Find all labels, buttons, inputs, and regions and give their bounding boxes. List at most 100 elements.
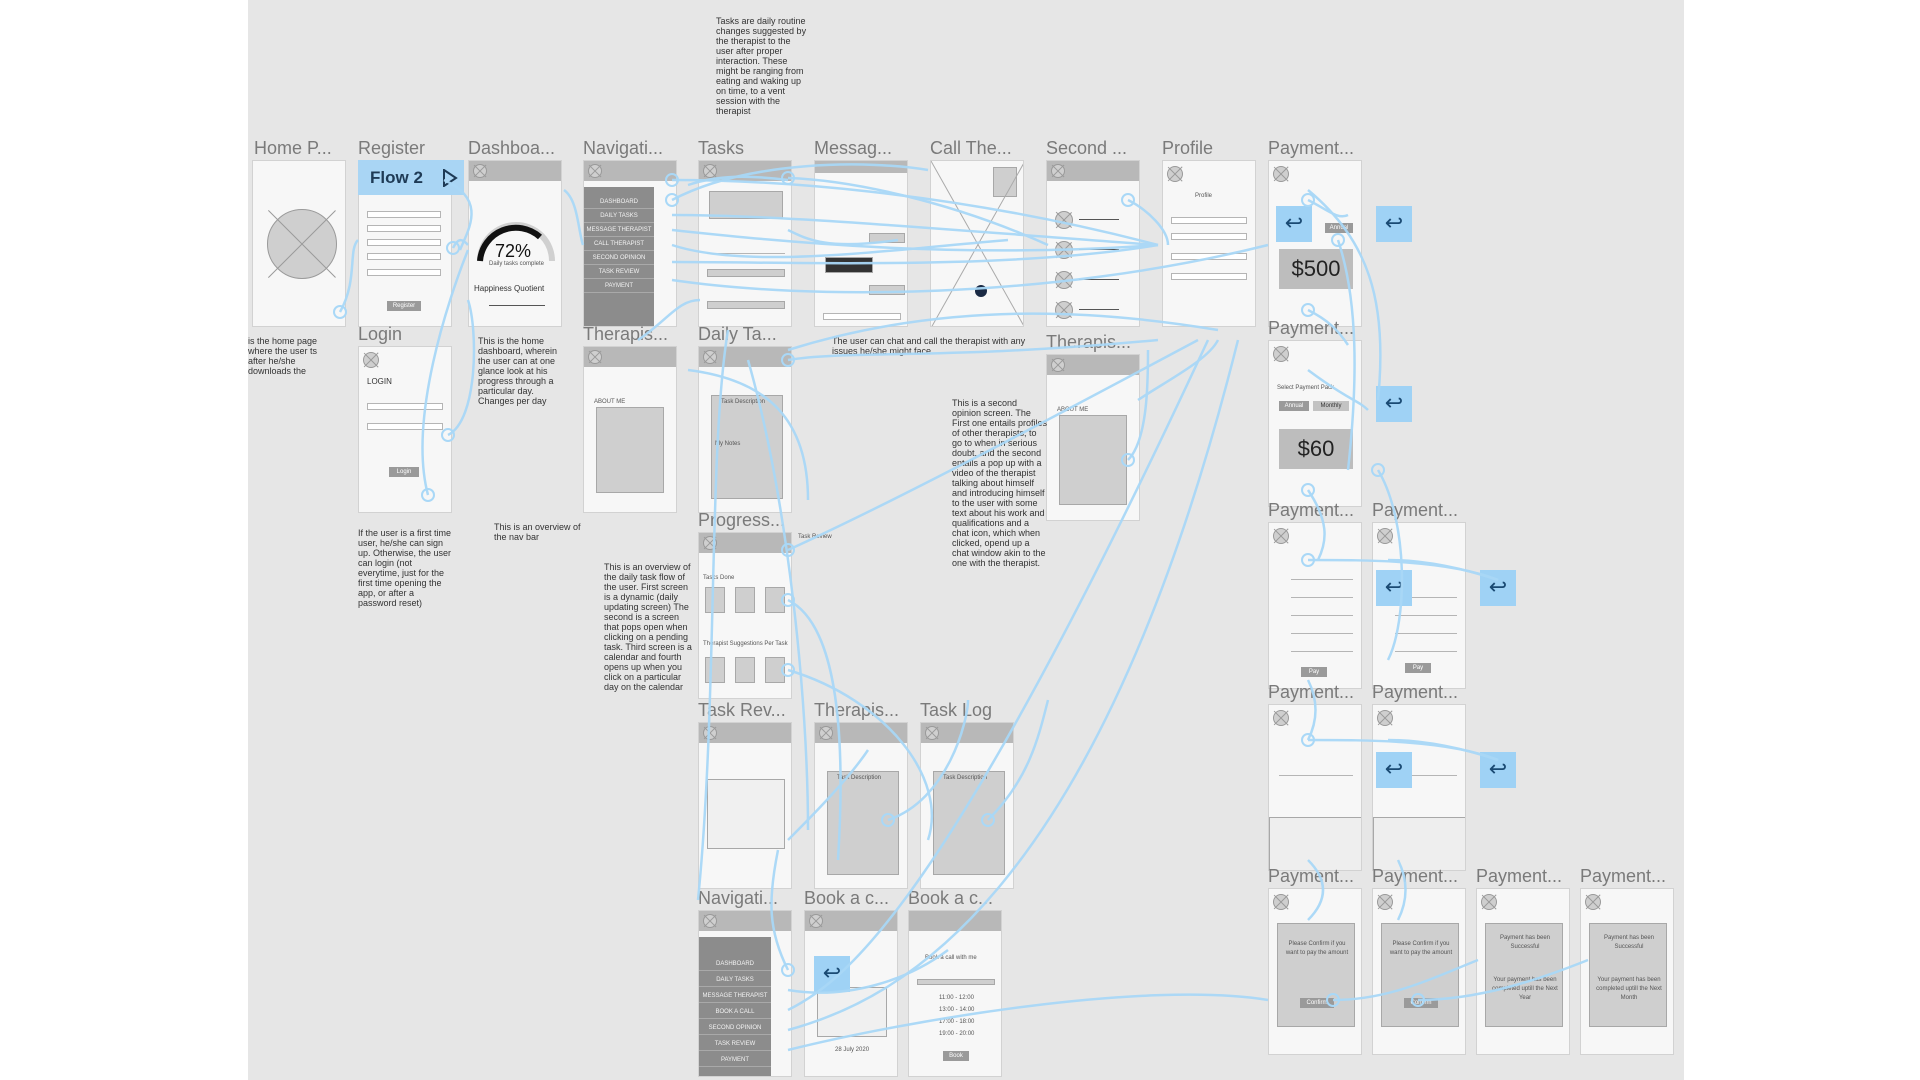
close-icon[interactable]: [363, 352, 379, 368]
back-arrow-icon[interactable]: ↩: [814, 956, 850, 992]
payment-success-year-screen[interactable]: Payment has been Successful Your payment…: [1476, 888, 1570, 1055]
confirm-button-2[interactable]: Confirm: [1404, 998, 1438, 1008]
task-row-2[interactable]: [707, 301, 785, 309]
therapist-video-screen[interactable]: ABOUT ME: [1046, 354, 1140, 521]
nav-item-message-therapist[interactable]: MESSAGE THERAPIST: [584, 225, 654, 237]
payment-pack-annual-screen[interactable]: $500 Annual: [1268, 160, 1362, 327]
slot-2[interactable]: 13:00 - 14:00: [939, 1007, 975, 1013]
calendar-grid[interactable]: [707, 779, 785, 849]
back-arrow-icon[interactable]: ↩: [1376, 570, 1412, 606]
register-button[interactable]: Register: [387, 301, 421, 311]
nav-item-second-opinion[interactable]: SECOND OPINION: [584, 253, 654, 265]
login-button[interactable]: Login: [389, 467, 419, 477]
book-call-calendar-screen[interactable]: 28 July 2020: [804, 910, 898, 1077]
book-button[interactable]: Book: [943, 1051, 969, 1061]
back-arrow-icon[interactable]: ↩: [1376, 206, 1412, 242]
close-icon[interactable]: [1273, 894, 1289, 910]
back-arrow-icon[interactable]: ↩: [1480, 752, 1516, 788]
therapist-avatar-2[interactable]: [1055, 241, 1073, 259]
confirm-button[interactable]: Confirm: [1300, 998, 1334, 1008]
calendar-screen[interactable]: [698, 722, 792, 889]
therapist-profile-screen[interactable]: ABOUT ME: [583, 346, 677, 513]
second-opinion-screen[interactable]: [1046, 160, 1140, 327]
nav2-item-dashboard[interactable]: DASHBOARD: [699, 959, 771, 971]
nav2-item-payment[interactable]: PAYMENT: [699, 1055, 771, 1067]
keypad[interactable]: [1373, 817, 1465, 870]
annual-toggle[interactable]: Annual: [1325, 223, 1353, 233]
nav-item-task-review[interactable]: TASK REVIEW: [584, 267, 654, 279]
dashboard-screen[interactable]: 72% Daily tasks complete Happiness Quoti…: [468, 160, 562, 327]
nav2-item-book-call[interactable]: BOOK A CALL: [699, 1007, 771, 1019]
navigation-screen-2[interactable]: DASHBOARD DAILY TASKS MESSAGE THERAPIST …: [698, 910, 792, 1077]
profile-field-4[interactable]: [1171, 273, 1247, 280]
register-field-4[interactable]: [367, 253, 441, 260]
pay-button[interactable]: Pay: [1405, 663, 1431, 673]
close-icon[interactable]: [1377, 710, 1393, 726]
nav-item-payment[interactable]: PAYMENT: [584, 281, 654, 293]
profile-field-3[interactable]: [1171, 253, 1247, 260]
progress-screen[interactable]: Tasks Done Therapist Suggestions Per Tas…: [698, 532, 792, 699]
close-icon[interactable]: [1481, 894, 1497, 910]
navigation-screen[interactable]: DASHBOARD DAILY TASKS MESSAGE THERAPIST …: [583, 160, 677, 327]
daily-task-screen[interactable]: Task Description My Notes: [698, 346, 792, 513]
close-icon[interactable]: [1377, 528, 1393, 544]
register-field-1[interactable]: [367, 211, 441, 218]
back-arrow-icon[interactable]: ↩: [1376, 386, 1412, 422]
nav-menu[interactable]: DASHBOARD DAILY TASKS MESSAGE THERAPIST …: [584, 187, 654, 326]
register-field-5[interactable]: [367, 269, 441, 276]
slot-4[interactable]: 19:00 - 20:00: [939, 1031, 975, 1037]
password-field[interactable]: [367, 423, 443, 430]
task-log-screen[interactable]: Task Description: [920, 722, 1014, 889]
messages-screen[interactable]: [814, 160, 908, 327]
nav-item-dashboard[interactable]: DASHBOARD: [584, 197, 654, 209]
nav2-item-daily-tasks[interactable]: DAILY TASKS: [699, 975, 771, 987]
message-input[interactable]: [823, 313, 901, 320]
slot-1[interactable]: 11:00 - 12:00: [939, 995, 974, 1001]
nav2-item-task-review[interactable]: TASK REVIEW: [699, 1039, 771, 1051]
monthly-tab[interactable]: Monthly: [1313, 401, 1349, 411]
booking-calendar-grid[interactable]: [817, 987, 887, 1037]
login-screen[interactable]: LOGIN Login: [358, 346, 452, 513]
username-field[interactable]: [367, 403, 443, 410]
nav2-item-second-opinion[interactable]: SECOND OPINION: [699, 1023, 771, 1035]
close-icon[interactable]: [1167, 166, 1183, 182]
otp-screen-1[interactable]: [1268, 704, 1362, 871]
confirm-payment-screen-1[interactable]: Please Confirm if you want to pay the am…: [1268, 888, 1362, 1055]
close-icon[interactable]: [1585, 894, 1601, 910]
flow-start-badge[interactable]: Flow 2: [358, 160, 464, 195]
therapist-avatar-1[interactable]: [1055, 211, 1073, 229]
task-row-1[interactable]: [707, 269, 785, 277]
keypad[interactable]: [1269, 817, 1361, 870]
profile-screen[interactable]: Profile: [1162, 160, 1256, 327]
back-arrow-icon[interactable]: ↩: [1480, 570, 1516, 606]
close-icon[interactable]: [1273, 528, 1289, 544]
nav-item-daily-tasks[interactable]: DAILY TASKS: [584, 211, 654, 223]
register-field-3[interactable]: [367, 239, 441, 246]
close-icon[interactable]: [1273, 710, 1289, 726]
date-select[interactable]: [917, 979, 995, 985]
therapist-avatar-4[interactable]: [1055, 301, 1073, 319]
slot-3[interactable]: 17:00 - 18:00: [939, 1019, 975, 1025]
tasks-screen[interactable]: [698, 160, 792, 327]
nav2-item-message-therapist[interactable]: MESSAGE THERAPIST: [699, 991, 771, 1003]
close-icon[interactable]: [1377, 894, 1393, 910]
close-icon[interactable]: [1273, 166, 1289, 182]
therapist-task-screen[interactable]: Task Description: [814, 722, 908, 889]
payment-success-month-screen[interactable]: Payment has been Successful Your payment…: [1580, 888, 1674, 1055]
back-arrow-icon[interactable]: ↩: [1376, 752, 1412, 788]
therapist-avatar-3[interactable]: [1055, 271, 1073, 289]
payment-details-screen-1[interactable]: Pay: [1268, 522, 1362, 689]
back-arrow-icon[interactable]: ↩: [1276, 206, 1312, 242]
confirm-payment-screen-2[interactable]: Please Confirm if you want to pay the am…: [1372, 888, 1466, 1055]
book-call-slots-screen[interactable]: Book a call with me 11:00 - 12:00 13:00 …: [908, 910, 1002, 1077]
home-screen[interactable]: [252, 160, 346, 327]
register-field-2[interactable]: [367, 225, 441, 232]
call-screen[interactable]: [930, 160, 1024, 327]
profile-field-1[interactable]: [1171, 217, 1247, 224]
pay-button[interactable]: Pay: [1301, 667, 1327, 677]
nav-item-call-therapist[interactable]: CALL THERAPIST: [584, 239, 654, 251]
payment-pack-monthly-screen[interactable]: Select Payment Pack Annual Monthly $60: [1268, 340, 1362, 507]
close-icon[interactable]: [1273, 346, 1289, 362]
task-card-1[interactable]: [709, 191, 783, 219]
profile-field-2[interactable]: [1171, 233, 1247, 240]
